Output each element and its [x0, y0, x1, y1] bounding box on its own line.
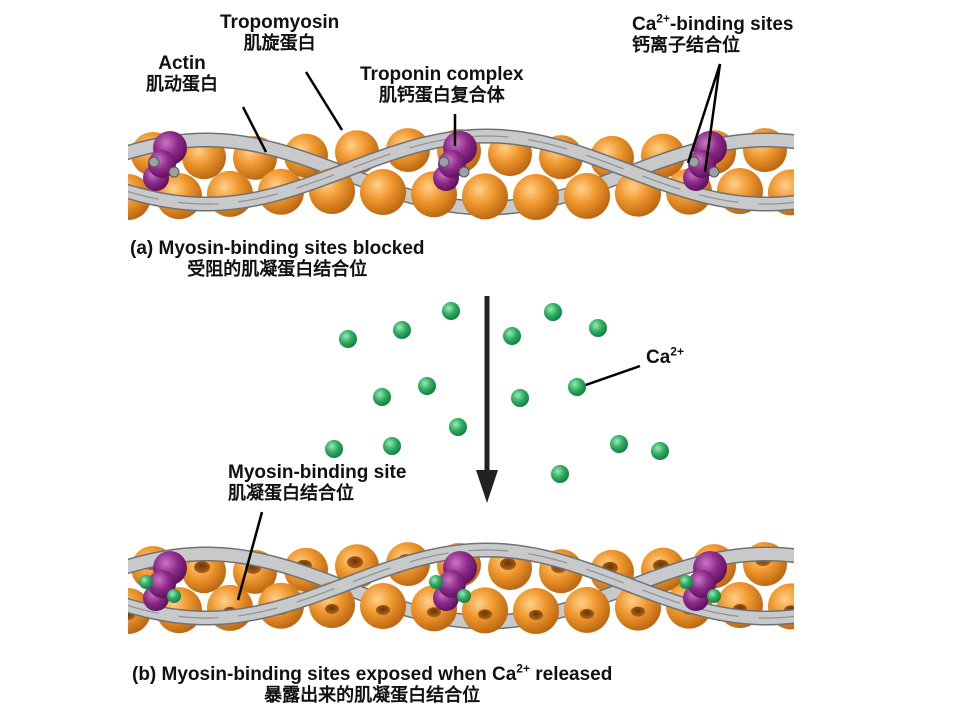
tropomyosin-strand: [128, 134, 794, 214]
actin-monomer: [513, 173, 559, 220]
calcium-ion: [610, 435, 628, 453]
troponin-subunit: [438, 570, 466, 598]
actin-monomer: [794, 543, 838, 587]
calcium-ion: [511, 389, 529, 407]
troponin-complex: [139, 551, 187, 611]
bound-calcium-ion: [139, 575, 153, 589]
bound-calcium-ion: [679, 575, 693, 589]
panel-a-caption-en: (a) Myosin-binding sites blocked: [130, 238, 425, 259]
calcium-ion: [418, 377, 436, 395]
thin-filament-exposed: [128, 542, 838, 634]
myosin-binding-site: [580, 608, 594, 619]
troponin-complex: [679, 551, 727, 611]
myosin-binding-site: [631, 606, 645, 617]
troponin-complex: [433, 131, 477, 191]
myosin-binding-site: [806, 555, 822, 567]
calcium-ion: [383, 437, 401, 455]
ca-binding-sites-label-cn: 钙离子结合位: [632, 34, 740, 56]
troponin-subunit: [148, 570, 176, 598]
panel-b-caption: (b) Myosin-binding sites exposed when Ca…: [132, 661, 613, 707]
actin-monomer: [360, 169, 406, 216]
myosin-binding-site: [325, 604, 339, 615]
calcium-ion: [544, 303, 562, 321]
tropomyosin-leader-line: [304, 71, 344, 131]
actin-label-cn: 肌动蛋白: [146, 73, 218, 95]
calcium-binding-site: [438, 156, 450, 168]
ca-binding-sites-label-en: Ca2+-binding sites: [632, 11, 794, 35]
calcium-ion: [589, 319, 607, 337]
calcium-ion: [339, 330, 357, 348]
ca-ion-label: Ca2+: [646, 344, 684, 368]
bound-calcium-ion: [167, 589, 181, 603]
thin-filament-blocked: [128, 128, 838, 220]
myosin-binding-site-label: Myosin-binding site 肌凝蛋白结合位: [228, 462, 406, 505]
actin-monomer: [564, 172, 610, 219]
bound-calcium-ion: [707, 589, 721, 603]
actin-label: Actin 肌动蛋白: [146, 53, 218, 96]
tropomyosin-label-cn: 肌旋蛋白: [243, 32, 316, 54]
calcium-binding-site: [708, 166, 720, 178]
bound-calcium-ion: [457, 589, 471, 603]
troponin-complex: [143, 131, 187, 191]
actin-leader-line: [241, 106, 268, 153]
tropomyosin-label-en: Tropomyosin: [220, 12, 340, 33]
actin-label-en: Actin: [158, 53, 206, 74]
actin-monomer: [462, 173, 508, 220]
calcium-binding-site: [168, 166, 180, 178]
tropomyosin-label: Tropomyosin 肌旋蛋白: [220, 12, 339, 55]
calcium-binding-site: [458, 166, 470, 178]
calcium-ion: [503, 327, 521, 345]
ca-ion-leader-line: [579, 364, 641, 389]
myosin-binding-site: [376, 605, 390, 616]
calcium-ion: [449, 418, 467, 436]
myosin-binding-site: [529, 609, 543, 620]
calcium-ion: [442, 302, 460, 320]
troponin-complex: [683, 131, 727, 191]
calcium-ion: [568, 378, 586, 396]
myosin-binding-site: [500, 558, 516, 571]
troponin-label: Troponin complex 肌钙蛋白复合体: [360, 64, 524, 107]
panel-a-caption-cn: 受阻的肌凝蛋白结合位: [187, 258, 368, 280]
troponin-label-en: Troponin complex: [360, 64, 524, 85]
bound-calcium-ion: [429, 575, 443, 589]
calcium-ion: [373, 388, 391, 406]
myosin-site-leader-line: [236, 511, 264, 601]
free-calcium-ions: [325, 302, 669, 483]
myosin-binding-site-label-en: Myosin-binding site: [228, 462, 407, 483]
myosin-binding-site: [347, 556, 363, 569]
myosin-binding-site-label-cn: 肌凝蛋白结合位: [228, 482, 354, 504]
calcium-ion: [651, 442, 669, 460]
myosin-binding-site: [194, 561, 210, 574]
actin-monomer: [794, 129, 838, 173]
panel-b-caption-cn: 暴露出来的肌凝蛋白结合位: [264, 684, 481, 706]
myosin-binding-site: [427, 607, 441, 618]
calcium-binding-site: [148, 156, 160, 168]
panel-b-caption-en: (b) Myosin-binding sites exposed when Ca…: [132, 661, 613, 685]
ca-site-leader-line-1: [686, 63, 722, 164]
ca-site-leader-line-2: [703, 63, 722, 173]
calcium-ion: [325, 440, 343, 458]
myosin-binding-site: [478, 609, 492, 620]
panel-a-caption: (a) Myosin-binding sites blocked 受阻的肌凝蛋白…: [130, 238, 425, 281]
troponin-complex: [429, 551, 477, 611]
down-arrow-icon: [476, 296, 498, 503]
tropomyosin-strand: [128, 548, 794, 628]
ca-binding-sites-label: Ca2+-binding sites 钙离子结合位: [632, 11, 794, 57]
calcium-ion: [551, 465, 569, 483]
calcium-ion: [393, 321, 411, 339]
troponin-label-cn: 肌钙蛋白复合体: [378, 84, 505, 106]
troponin-subunit: [688, 570, 716, 598]
